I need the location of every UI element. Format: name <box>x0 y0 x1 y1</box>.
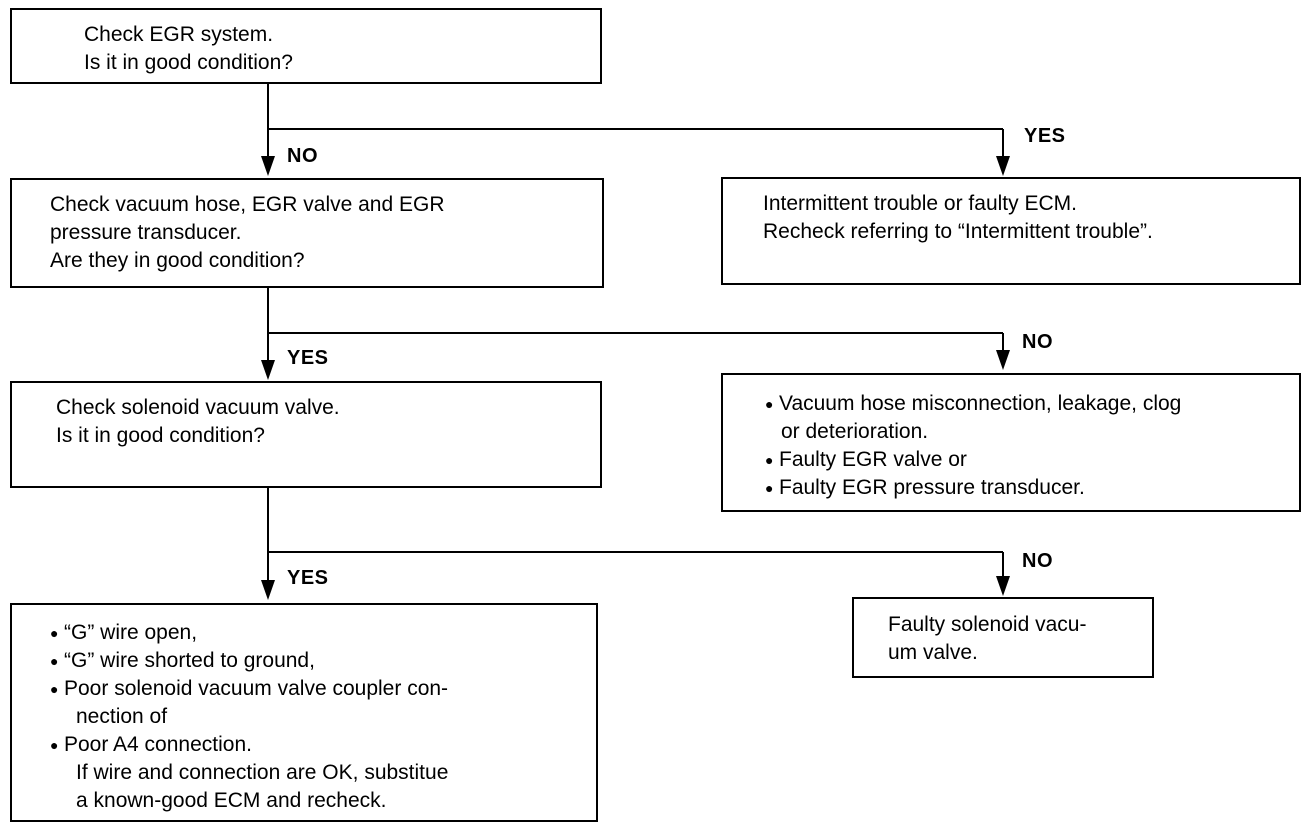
arrowhead-3-down <box>261 580 275 600</box>
faulty-solenoid-box: Faulty solenoid vacu- um valve. <box>852 597 1154 678</box>
box-line: If wire and connection are OK, substitue <box>76 761 449 784</box>
box-line: um valve. <box>888 641 978 664</box>
list-item-text: “G” wire open, <box>64 621 198 644</box>
list-item: ● Poor solenoid vacuum valve coupler con-… <box>50 675 596 731</box>
bullet-icon: ● <box>50 681 59 697</box>
label-no-2: NO <box>1022 331 1053 353</box>
list-item: ● Faulty EGR valve or <box>765 446 1299 474</box>
bullet-icon: ● <box>50 653 59 669</box>
list-item: ● “G” wire open, <box>50 619 596 647</box>
vacuum-fault-list: ● Vacuum hose misconnection, leakage, clo… <box>765 390 1299 502</box>
bullet-icon: ● <box>50 625 59 641</box>
list-item: ● “G” wire shorted to ground, <box>50 647 596 675</box>
box-line: Are they in good condition? <box>50 249 305 272</box>
box-line: a known-good ECM and recheck. <box>76 789 387 812</box>
list-item: ● Vacuum hose misconnection, leakage, clo… <box>765 390 1299 446</box>
list-item-text: Vacuum hose misconnection, leakage, clog <box>779 392 1182 415</box>
check-egr-system-box: Check EGR system. Is it in good conditio… <box>10 8 602 84</box>
bullet-icon: ● <box>765 452 774 468</box>
check-vacuum-hose-box: Check vacuum hose, EGR valve and EGR pre… <box>10 178 604 288</box>
box-line: pressure transducer. <box>50 221 242 244</box>
list-item-text: Faulty EGR pressure transducer. <box>779 476 1085 499</box>
box-line: Recheck referring to “Intermittent troub… <box>763 220 1153 243</box>
label-yes-2: YES <box>287 347 329 369</box>
bullet-icon: ● <box>765 396 774 412</box>
arrowhead-1-right <box>996 156 1010 176</box>
vacuum-hose-fault-box: ● Vacuum hose misconnection, leakage, clo… <box>721 373 1301 512</box>
arrowhead-1-down <box>261 156 275 176</box>
list-item-text: Poor A4 connection. <box>64 733 252 756</box>
wire-check-list: ● “G” wire open, ● “G” wire shorted to gro… <box>50 619 596 759</box>
list-item: ● Poor A4 connection. <box>50 731 596 759</box>
check-solenoid-valve-box: Check solenoid vacuum valve. Is it in go… <box>10 381 602 488</box>
label-yes-1: YES <box>1024 125 1066 147</box>
bullet-icon: ● <box>765 480 774 496</box>
intermittent-trouble-box: Intermittent trouble or faulty ECM. Rech… <box>721 177 1301 285</box>
arrowhead-2-right <box>996 350 1010 370</box>
box-line: Check solenoid vacuum valve. <box>56 396 340 419</box>
list-item-text: “G” wire shorted to ground, <box>64 649 315 672</box>
list-item-text: Faulty EGR valve or <box>779 448 967 471</box>
list-item-text: Poor solenoid vacuum valve coupler con- <box>64 677 449 700</box>
bullet-icon: ● <box>50 737 59 753</box>
arrowhead-3-right <box>996 576 1010 596</box>
box-line: Faulty solenoid vacu- <box>888 613 1087 636</box>
arrowhead-2-down <box>261 360 275 380</box>
box-line: Is it in good condition? <box>84 51 293 74</box>
list-item: ● Faulty EGR pressure transducer. <box>765 474 1299 502</box>
label-no-3: NO <box>1022 550 1053 572</box>
label-no-1: NO <box>287 145 318 167</box>
list-item-continuation: nection of <box>76 705 168 728</box>
box-line: Check EGR system. <box>84 23 274 46</box>
box-line: Intermittent trouble or faulty ECM. <box>763 192 1077 215</box>
box-line: Check vacuum hose, EGR valve and EGR <box>50 193 445 216</box>
label-yes-3: YES <box>287 567 329 589</box>
box-line: Is it in good condition? <box>56 424 265 447</box>
wire-check-result-box: ● “G” wire open, ● “G” wire shorted to gro… <box>10 603 598 822</box>
list-item-continuation: or deterioration. <box>781 420 929 443</box>
